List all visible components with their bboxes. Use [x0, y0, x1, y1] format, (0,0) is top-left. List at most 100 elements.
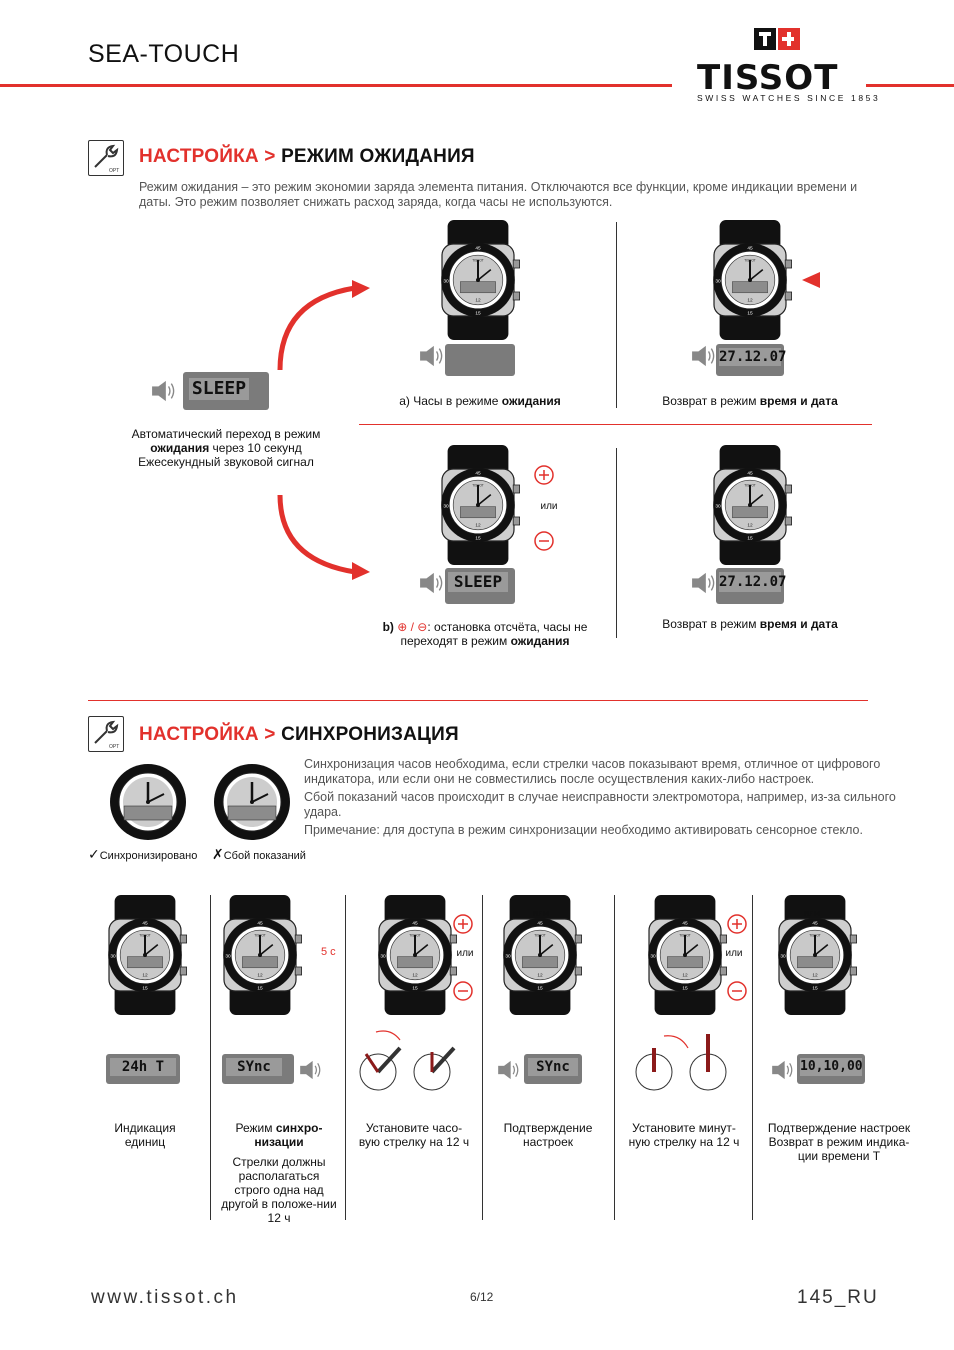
caption-line: Возврат в режим индика- — [768, 1135, 910, 1149]
watch-step-2 — [200, 895, 320, 1015]
lcd-sync-display: SYnc — [222, 1054, 294, 1084]
footer-page-number: 6/12 — [470, 1290, 494, 1304]
document-title: SEA-TOUCH — [88, 40, 240, 68]
lcd-sync-display: SYnc — [524, 1054, 582, 1084]
caption-return-top: Возврат в режим время и дата — [640, 394, 860, 408]
lcd-sleep-display: SLEEP — [183, 372, 269, 410]
or-label: или — [725, 948, 743, 959]
step-divider — [345, 895, 346, 1220]
lcd-text: 24h T — [110, 1058, 176, 1076]
lcd-date-display: 27.12.07 — [716, 344, 787, 376]
check-icon: ✓ — [88, 846, 100, 862]
svg-text:OPT: OPT — [109, 744, 119, 750]
fault-label: ✗Сбой показаний — [212, 846, 306, 863]
hour-hand-adjust-icon — [359, 1030, 456, 1091]
lcd-text: SYnc — [528, 1058, 578, 1076]
lcd-blank-display — [445, 344, 515, 376]
caption-line: Подтверждение — [503, 1121, 593, 1135]
caption-line: настроек — [522, 1135, 574, 1149]
step-divider — [752, 895, 753, 1220]
plus-minus-icon: ⊕ / ⊖ — [397, 620, 428, 634]
speaker-icon — [770, 1060, 796, 1080]
header-rule-left — [0, 84, 672, 87]
minute-hand-adjust-icon — [635, 1034, 727, 1091]
lcd-sleep-display: SLEEP — [445, 568, 515, 604]
synced-label: ✓Синхронизировано — [88, 846, 197, 863]
caption-text: Возврат в режим — [662, 394, 757, 408]
section-label: НАСТРОЙКА > — [139, 146, 276, 167]
caption-bold: ожидания — [510, 634, 570, 648]
caption-bold: время и дата — [759, 617, 838, 631]
plus-icon — [534, 465, 554, 485]
caption-line: вую стрелку на 12 ч — [358, 1135, 470, 1149]
settings-wrench-icon: OPT — [88, 716, 124, 752]
lcd-text: SLEEP — [448, 572, 508, 592]
standby-description: Режим ожидания – это режим экономии заря… — [139, 180, 858, 209]
step-caption-5: Установите минут- ную стрелку на 12 ч — [620, 1121, 748, 1149]
caption-text: : остановка отсчёта, часы не — [427, 620, 588, 634]
footer-url[interactable]: www.tissot.ch — [91, 1287, 239, 1308]
caption-line: ции времени T — [797, 1149, 881, 1163]
or-label: или — [456, 948, 474, 959]
caption-line: Режим — [235, 1121, 273, 1135]
watch-sleep — [418, 445, 538, 565]
speaker-icon — [298, 1060, 324, 1080]
speaker-icon — [690, 572, 718, 594]
caption-text: Возврат в режим — [662, 617, 757, 631]
caption-bold: b) — [382, 620, 394, 634]
watch-step-1 — [85, 895, 205, 1015]
label-text: Сбой показаний — [223, 850, 306, 862]
section-title-sync: НАСТРОЙКА > СИНХРОНИЗАЦИЯ — [139, 724, 459, 746]
caption-line: Подтверждение настроек — [767, 1121, 911, 1135]
touch-indicator-icon — [800, 270, 820, 290]
sync-para: Сбой показаний часов происходит в случае… — [304, 790, 896, 819]
caption-return-bottom: Возврат в режим время и дата — [640, 617, 860, 631]
divider-vertical — [616, 448, 617, 638]
sync-para: Примечание: для доступа в режим синхрони… — [304, 823, 863, 837]
caption-b: b) ⊕ / ⊖: остановка отсчёта, часы не пер… — [365, 620, 605, 648]
duration-label: 5 с — [321, 946, 336, 958]
lcd-text: 27.12.07 — [719, 348, 787, 366]
settings-wrench-icon: OPT — [88, 140, 124, 176]
svg-text:OPT: OPT — [109, 168, 119, 174]
lcd-date-display: 27.12.07 — [716, 568, 786, 604]
section-name: СИНХРОНИЗАЦИЯ — [281, 724, 459, 745]
caption-line: ную стрелку на 12 ч — [628, 1135, 740, 1149]
sync-para: Синхронизация часов необходима, если стр… — [304, 757, 881, 786]
caption-text: a) Часы в режиме — [399, 394, 499, 408]
caption-line: Индикация — [114, 1121, 176, 1135]
watch-fault — [212, 762, 292, 842]
section-label: НАСТРОЙКА > — [139, 724, 276, 745]
step-caption-3: Установите часо- вую стрелку на 12 ч — [352, 1121, 476, 1149]
lcd-time-display: 10,10,00 — [797, 1054, 865, 1084]
lcd-text: SYnc — [226, 1058, 282, 1076]
plus-icon — [727, 914, 747, 934]
step-divider — [614, 895, 615, 1220]
divider-horizontal — [359, 424, 872, 425]
caption-a: a) Часы в режиме ожидания — [370, 394, 590, 408]
caption-line: единиц — [124, 1135, 166, 1149]
caption-line: Ежесекундный звуковой сигнал — [138, 455, 314, 469]
cross-icon: ✗ — [212, 846, 224, 862]
caption-line: Установите минут- — [632, 1121, 736, 1135]
section-divider — [88, 700, 868, 701]
watch-date-mode — [690, 220, 810, 340]
minus-icon — [534, 531, 554, 551]
caption-line: Автоматический переход в режим — [131, 427, 321, 441]
speaker-icon — [418, 572, 446, 594]
step-caption-6: Подтверждение настроек Возврат в режим и… — [756, 1121, 922, 1163]
tissot-logo — [696, 24, 864, 108]
or-label: или — [540, 501, 558, 512]
step-caption-1: Индикация единиц — [92, 1121, 198, 1149]
lcd-text: 10,10,00 — [800, 1058, 863, 1076]
minus-icon — [727, 981, 747, 1001]
label-text: Синхронизировано — [99, 850, 198, 862]
sync-paragraphs: Синхронизация часов необходима, если стр… — [304, 757, 914, 838]
caption-bold: ожидания — [501, 394, 561, 408]
caption-bold: низации — [254, 1135, 304, 1149]
speaker-icon — [496, 1060, 522, 1080]
or-label: или — [803, 908, 821, 919]
flow-arrows — [277, 280, 370, 580]
step-caption-2: Режим синхро- низации Стрелки должны рас… — [220, 1121, 338, 1225]
or-label: или — [532, 908, 550, 919]
